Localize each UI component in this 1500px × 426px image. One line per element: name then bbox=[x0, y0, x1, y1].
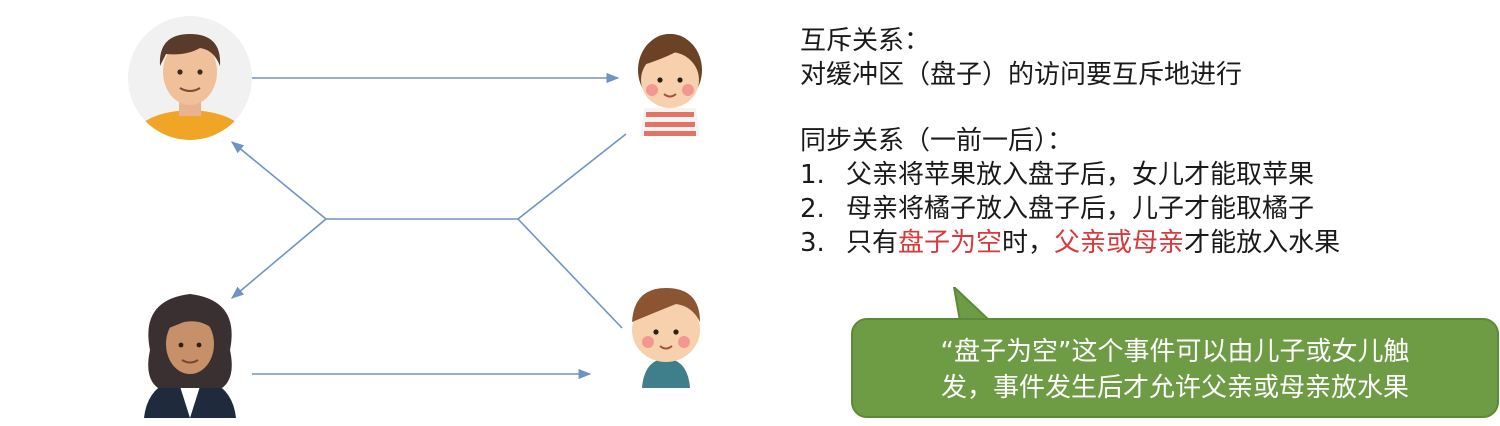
father-avatar-icon bbox=[128, 16, 252, 140]
diagram-arrows bbox=[231, 72, 627, 380]
line-son-to-center bbox=[517, 218, 623, 329]
son-avatar-icon bbox=[632, 288, 700, 388]
mutex-title: 互斥关系： bbox=[800, 26, 931, 56]
sync-item-text-part: 才能放入水果 bbox=[1184, 228, 1341, 258]
daughter-avatar-icon bbox=[638, 34, 702, 136]
sync-item-number: 1. bbox=[800, 160, 825, 190]
sync-item-1: 1. 父亲将苹果放入盘子后，女儿才能取苹果 bbox=[800, 158, 1490, 192]
sync-title: 同步关系（一前一后）： bbox=[800, 126, 1074, 156]
sync-item-text-part: 时， bbox=[1002, 228, 1055, 258]
sync-item-3: 3. 只有盘子为空时，父亲或母亲才能放入水果 bbox=[800, 226, 1490, 260]
process-sync-diagram bbox=[128, 16, 702, 418]
mutex-description: 对缓冲区（盘子）的访问要互斥地进行 bbox=[800, 60, 1243, 90]
sync-item-number: 3. bbox=[800, 228, 825, 258]
arrow-center-to-father bbox=[231, 141, 327, 220]
arrow-center-to-mother bbox=[231, 218, 327, 299]
mother-avatar-icon bbox=[144, 294, 236, 418]
highlight-father-or-mother: 父亲或母亲 bbox=[1054, 228, 1185, 258]
sync-item-2: 2. 母亲将橘子放入盘子后，儿子才能取橘子 bbox=[800, 192, 1490, 226]
callout-box: “盘子为空”这个事件可以由儿子或女儿触 发，事件发生后才允许父亲或母亲放水果 bbox=[851, 318, 1499, 418]
sync-item-number: 2. bbox=[800, 194, 825, 224]
relations-text-panel: 互斥关系： 对缓冲区（盘子）的访问要互斥地进行 同步关系（一前一后）： 1. 父亲… bbox=[800, 24, 1490, 260]
highlight-plate-empty: 盘子为空 bbox=[898, 228, 1003, 258]
line-daughter-to-center bbox=[517, 133, 627, 220]
sync-item-text-part: 只有 bbox=[846, 228, 899, 258]
sync-item-text: 父亲将苹果放入盘子后，女儿才能取苹果 bbox=[846, 160, 1315, 190]
sync-item-text: 母亲将橘子放入盘子后，儿子才能取橘子 bbox=[846, 194, 1315, 224]
callout-line-2: 发，事件发生后才允许父亲或母亲放水果 bbox=[940, 373, 1409, 403]
callout-line-1: “盘子为空”这个事件可以由儿子或女儿触 bbox=[940, 337, 1410, 367]
